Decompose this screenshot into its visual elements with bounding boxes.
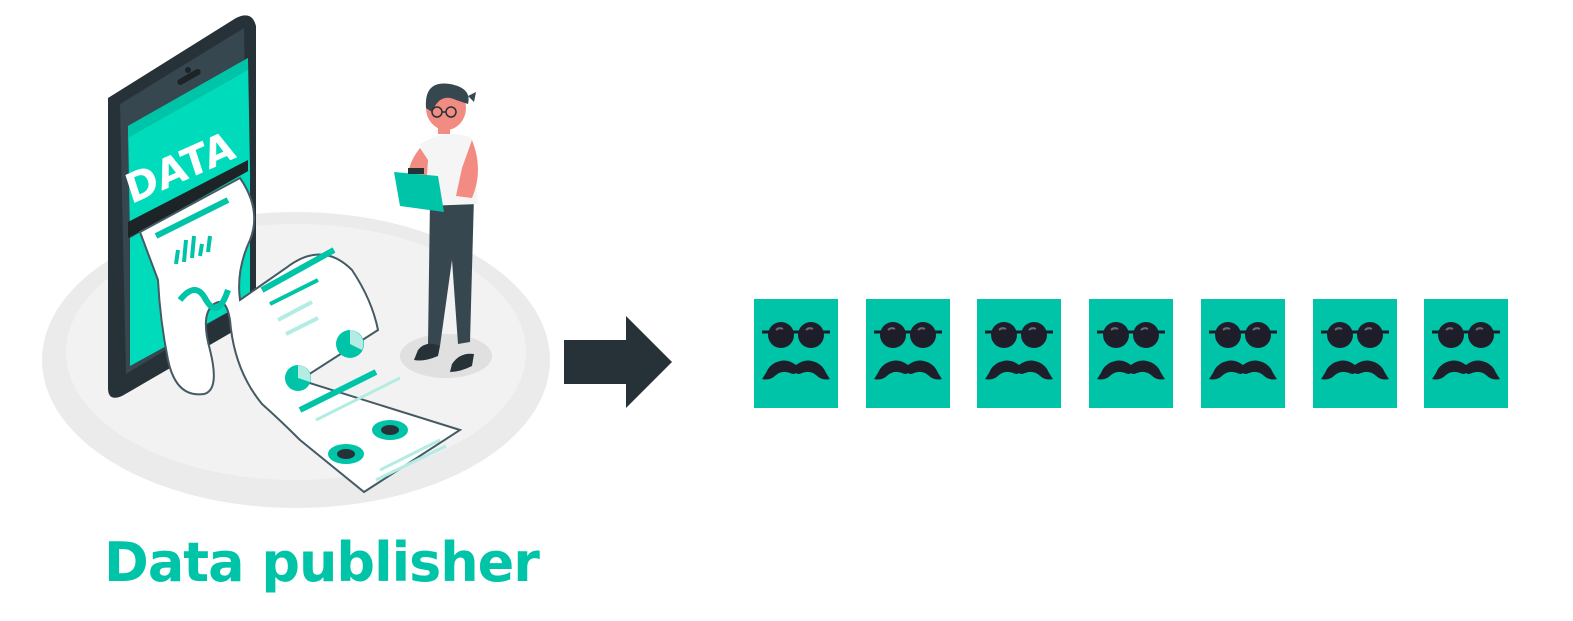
sunglasses-mustache-icon [1209,322,1277,380]
anonymous-person-card [866,299,950,408]
sunglasses-mustache-icon [762,322,830,380]
sunglasses-mustache-icon [1097,322,1165,380]
anonymous-person-card [1424,299,1508,408]
sunglasses-mustache-icon [874,322,942,380]
sunglasses-mustache-icon [1321,322,1389,380]
sunglasses-mustache-icon [1432,322,1500,380]
right-arrow-icon [564,316,672,408]
anonymous-person-card [977,299,1061,408]
data-report-paper [138,176,463,494]
anonymous-person-card [1201,299,1285,408]
woman-with-clipboard-icon [394,83,492,378]
anonymous-person-card [754,299,838,408]
data-publisher-illustration: DATA [42,15,550,508]
anonymous-individuals-row [754,299,1514,409]
anonymous-person-card [1089,299,1173,408]
caption-data-publisher: Data publisher [104,531,540,594]
sunglasses-mustache-icon [985,322,1053,380]
anonymous-person-card [1313,299,1397,408]
